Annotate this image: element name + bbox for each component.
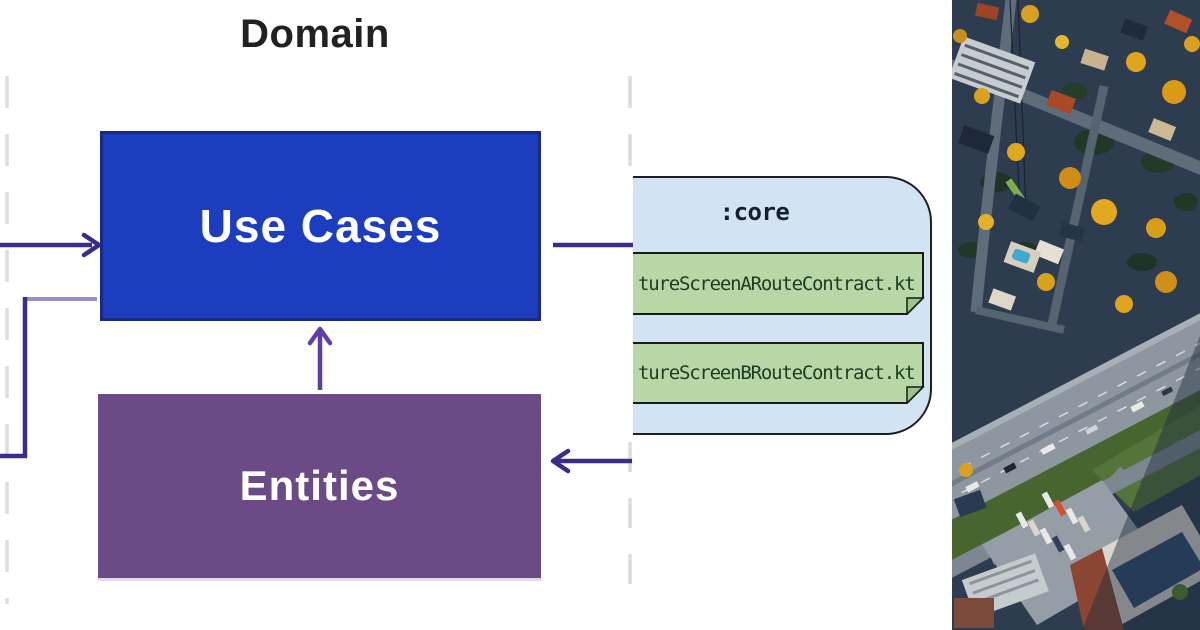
arrow-into-usecases-head bbox=[81, 232, 102, 258]
file-note-shape bbox=[633, 252, 925, 315]
arrow-entities-to-usecases-head bbox=[307, 326, 333, 346]
file-name-a: tureScreenARouteContract.kt bbox=[638, 272, 916, 295]
use-cases-label: Use Cases bbox=[199, 200, 442, 252]
diagram-node-use-cases: Use Cases bbox=[100, 131, 541, 321]
file-name-b: tureScreenBRouteContract.kt bbox=[638, 362, 916, 384]
core-module-card: :core tureScreenARouteContract.kt tureSc… bbox=[633, 176, 932, 435]
aerial-photo-illustration bbox=[952, 0, 1200, 630]
page-title: Domain bbox=[240, 12, 390, 56]
file-note-shape bbox=[633, 342, 925, 404]
diagram-node-entities: Entities bbox=[98, 394, 541, 578]
aerial-photo bbox=[952, 0, 1200, 630]
entities-label: Entities bbox=[239, 462, 400, 509]
arrow-into-entities-head bbox=[550, 448, 571, 474]
file-chip-route-contract-a: tureScreenARouteContract.kt bbox=[633, 252, 925, 315]
link-usecases-out-dark bbox=[0, 297, 28, 459]
core-module-title: :core bbox=[719, 198, 790, 226]
connector-layer bbox=[0, 76, 634, 604]
file-chip-route-contract-b: tureScreenBRouteContract.kt bbox=[633, 342, 925, 404]
